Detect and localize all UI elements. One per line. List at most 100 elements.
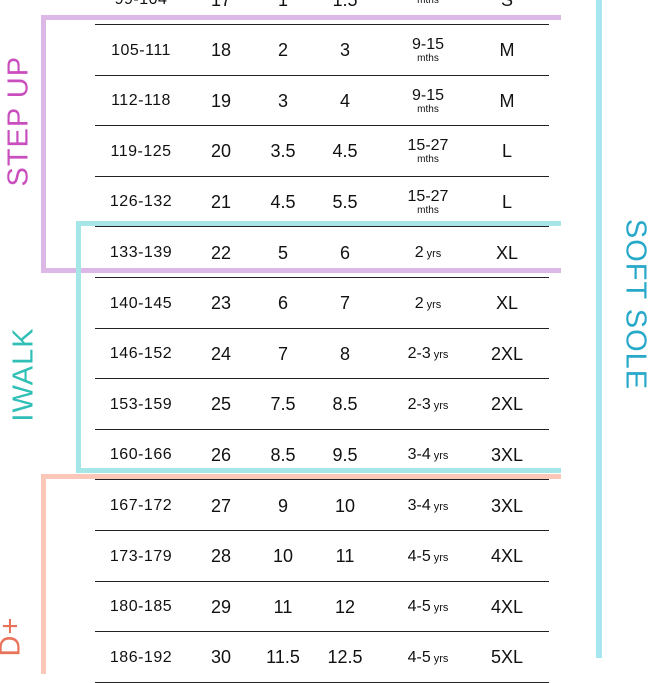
age-range: 9-15 bbox=[411, 86, 445, 104]
us-size-cell: 5.5 bbox=[332, 191, 358, 212]
age-range: 4-5 bbox=[407, 598, 431, 616]
dplus-bracket bbox=[41, 474, 561, 674]
shoe-size-cell: L bbox=[501, 191, 512, 212]
us-size-cell: 10 bbox=[334, 495, 356, 516]
foot-length-cell: 126-132 bbox=[109, 193, 173, 211]
foot-length-cell: 99-104 bbox=[95, 0, 187, 25]
shoe-size-cell: 3XL bbox=[490, 444, 524, 465]
age-unit: yrs bbox=[426, 298, 442, 311]
eu-size-cell: 24 bbox=[210, 343, 232, 364]
eu-size-cell: 18 bbox=[210, 40, 232, 61]
eu-size-cell: 17 bbox=[201, 0, 241, 25]
uk-size-cell: 9 bbox=[277, 495, 288, 516]
uk-size-cell: 7.5 bbox=[270, 394, 296, 415]
shoe-size-cell: S bbox=[485, 0, 529, 25]
eu-size-cell: 23 bbox=[210, 293, 232, 314]
foot-length-cell: 112-118 bbox=[111, 92, 171, 110]
foot-length-cell: 180-185 bbox=[109, 598, 173, 616]
eu-size-cell: 28 bbox=[210, 546, 232, 567]
us-size-cell: 11 bbox=[335, 546, 355, 567]
shoe-size-cell: 4XL bbox=[490, 596, 524, 617]
foot-length-cell: 160-166 bbox=[109, 446, 173, 464]
row-divider bbox=[95, 530, 549, 531]
eu-size-cell: 21 bbox=[210, 191, 232, 212]
uk-size-cell: 1 bbox=[263, 0, 303, 25]
age-range: 3-4 bbox=[407, 497, 431, 514]
us-size-cell: 6 bbox=[339, 242, 350, 263]
us-size-cell: 9.5 bbox=[332, 444, 358, 465]
age-unit: mths bbox=[417, 154, 439, 166]
table-row: 99-1041711.5mthsS bbox=[95, 0, 549, 25]
age-unit: yrs bbox=[433, 652, 449, 665]
row-divider bbox=[95, 74, 549, 76]
foot-length-cell: 167-172 bbox=[109, 497, 173, 514]
uk-size-cell: 4.5 bbox=[270, 191, 296, 212]
uk-size-cell: 3 bbox=[277, 90, 288, 111]
shoe-size-cell: 3XL bbox=[490, 495, 524, 516]
row-divider bbox=[95, 277, 549, 278]
row-divider bbox=[95, 580, 549, 582]
age-range: 2 bbox=[414, 244, 424, 261]
us-size-cell: 4.5 bbox=[332, 141, 358, 162]
uk-size-cell: 8.5 bbox=[270, 444, 296, 465]
row-divider bbox=[95, 631, 549, 633]
soft-sole-label: SOFT SOLE bbox=[619, 218, 652, 391]
us-size-cell: 7 bbox=[339, 293, 350, 314]
foot-length-cell: 153-159 bbox=[109, 395, 173, 413]
shoe-size-cell: 4XL bbox=[490, 546, 524, 567]
iwalk-label: IWALK bbox=[7, 327, 40, 422]
us-size-cell: 8.5 bbox=[332, 394, 358, 415]
uk-size-cell: 7 bbox=[277, 343, 288, 364]
row-divider bbox=[95, 125, 549, 127]
age-unit: mths bbox=[417, 53, 439, 65]
foot-length-cell: 146-152 bbox=[109, 345, 173, 363]
foot-length-cell: 133-139 bbox=[109, 244, 173, 261]
age-range: 2-3 bbox=[407, 395, 431, 413]
shoe-size-cell: M bbox=[499, 40, 515, 61]
row-divider bbox=[95, 226, 549, 228]
shoe-size-cell: 2XL bbox=[490, 394, 524, 415]
age-unit: yrs bbox=[433, 551, 449, 564]
row-divider bbox=[95, 175, 549, 177]
row-divider bbox=[95, 378, 549, 380]
row-divider bbox=[95, 428, 549, 430]
eu-size-cell: 20 bbox=[210, 141, 232, 162]
foot-length-cell: 140-145 bbox=[109, 294, 173, 312]
row-divider bbox=[95, 479, 549, 481]
uk-size-cell: 10 bbox=[272, 546, 294, 567]
row-divider bbox=[95, 24, 549, 25]
age-unit: yrs bbox=[426, 248, 442, 260]
eu-size-cell: 29 bbox=[210, 596, 232, 617]
shoe-size-cell: M bbox=[499, 90, 515, 111]
shoe-size-cell: 2XL bbox=[490, 343, 524, 364]
age-range: 2 bbox=[414, 294, 424, 312]
age-unit: yrs bbox=[433, 602, 449, 615]
step-up-bracket bbox=[41, 15, 561, 273]
age-range: 15-27 bbox=[407, 137, 449, 155]
iwalk-bracket bbox=[76, 221, 561, 473]
shoe-size-cell: XL bbox=[495, 242, 519, 263]
age-range: 9-15 bbox=[411, 36, 445, 54]
soft-sole-bracket-line bbox=[596, 0, 602, 658]
age-unit: mths bbox=[417, 204, 439, 216]
age-range: 3-4 bbox=[407, 446, 431, 464]
eu-size-cell: 26 bbox=[210, 444, 232, 465]
age-unit: yrs bbox=[433, 501, 449, 513]
